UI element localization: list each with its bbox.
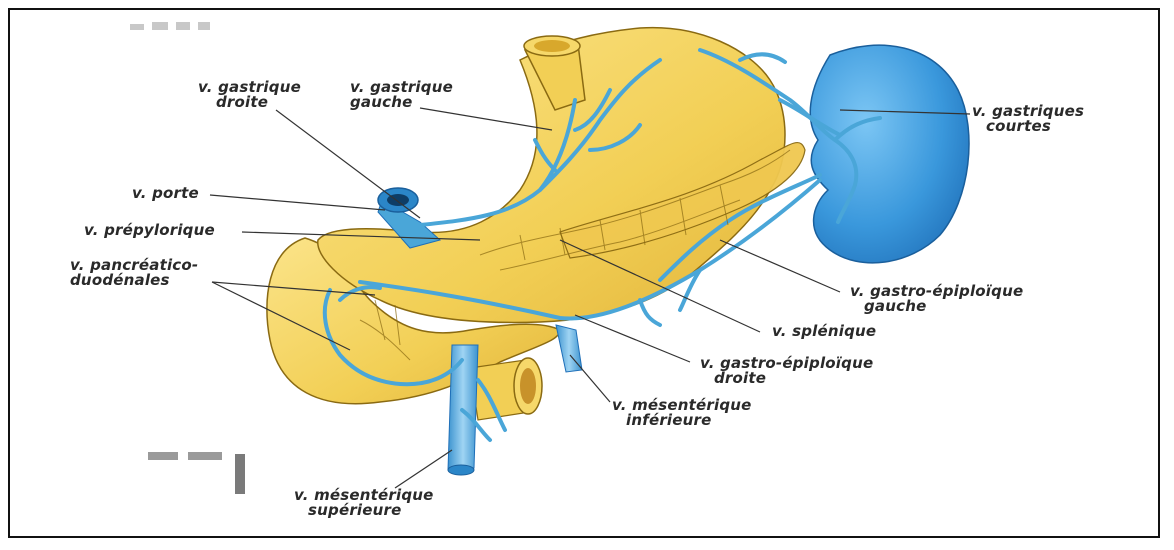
intestine-cut-end [470,358,542,420]
label-pancreatico-duodenales: v. pancréatico- duodénales [70,258,198,288]
label-prepylorique: v. prépylorique [84,223,215,238]
label-gastriques-courtes: v. gastriques courtes [972,104,1084,134]
label-gastrique-droite: v. gastrique droite [198,80,301,110]
label-gastro-epiploique-gauche: v. gastro-épiploïque gauche [850,284,1023,314]
label-mesenterique-superieure: v. mésentérique supérieure [294,488,434,518]
label-porte: v. porte [132,186,199,201]
label-gastro-epiploique-droite: v. gastro-épiploïque droite [700,356,873,386]
label-gastrique-gauche: v. gastrique gauche [350,80,453,110]
spleen [810,45,969,263]
label-mesenterique-inferieure: v. mésentérique inférieure [612,398,752,428]
label-splenique: v. splénique [772,324,876,339]
